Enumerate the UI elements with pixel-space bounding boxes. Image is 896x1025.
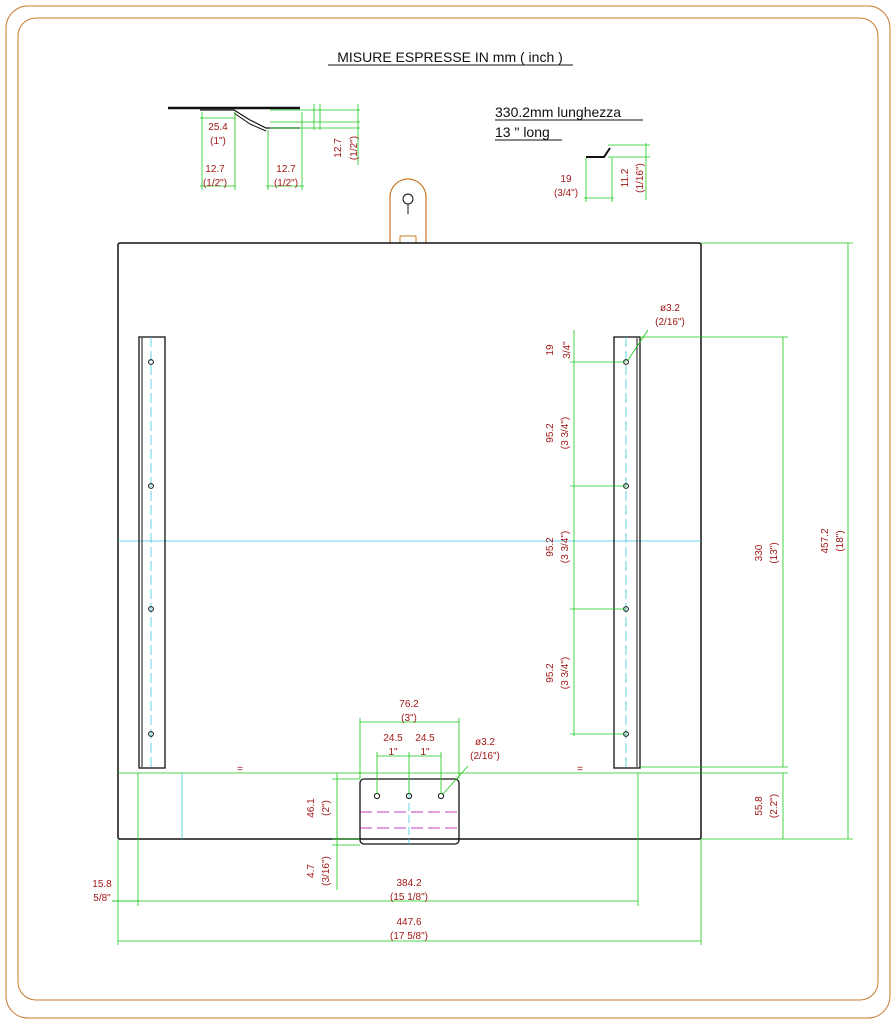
- svg-text:(18"): (18"): [835, 530, 846, 551]
- svg-text:(2/16"): (2/16"): [655, 317, 685, 328]
- dim-3-4: (3/4"): [554, 188, 578, 199]
- dim-12-7-c: 12.7: [333, 138, 344, 158]
- svg-text:ø3.2: ø3.2: [475, 737, 495, 748]
- svg-text:(15 1/8"): (15 1/8"): [390, 892, 428, 903]
- svg-text:330: 330: [754, 544, 765, 561]
- dim-1in: (1"): [210, 136, 226, 147]
- profile-detail: 25.4 (1") 12.7 (1/2") 12.7 (1/2") 12.7 (…: [168, 104, 360, 190]
- rail-spacing-dims: 19 3/4" 95.2 (3 3/4") 95.2 (3 3/4") 95.2…: [545, 330, 626, 736]
- svg-text:(3 3/4"): (3 3/4"): [560, 657, 571, 689]
- svg-text:(2.2"): (2.2"): [769, 794, 780, 818]
- svg-text:(13"): (13"): [769, 542, 780, 563]
- bottom-tab: [359, 778, 460, 845]
- outer-frame: [5, 5, 891, 1019]
- dim-half-a: (1/2"): [203, 178, 227, 189]
- right-dims: 330 (13") 457.2 (18") 55.8 (2.2"): [640, 242, 853, 840]
- hole-callout-top: ø3.2 (2/16"): [627, 303, 685, 361]
- dim-1-16: (1/16"): [635, 163, 646, 193]
- svg-text:447.6: 447.6: [396, 917, 421, 928]
- svg-text:3/4": 3/4": [562, 341, 573, 359]
- svg-text:24.5: 24.5: [415, 733, 435, 744]
- svg-text:1": 1": [420, 747, 430, 758]
- svg-text:95.2: 95.2: [545, 537, 556, 557]
- svg-text:15.8: 15.8: [92, 879, 112, 890]
- length-inch: 13 " long: [495, 124, 550, 140]
- svg-text:457.2: 457.2: [820, 528, 831, 553]
- svg-text:4.7: 4.7: [306, 864, 317, 878]
- dim-half-b: (1/2"): [274, 178, 298, 189]
- svg-text:24.5: 24.5: [383, 733, 403, 744]
- svg-text:(3 3/4"): (3 3/4"): [560, 531, 571, 563]
- dim-12-7-a: 12.7: [205, 164, 225, 175]
- svg-text:(2"): (2"): [321, 800, 332, 816]
- svg-text:(2/16"): (2/16"): [470, 751, 500, 762]
- right-rail: [613, 336, 641, 769]
- bottom-dims: 15.8 5/8" 384.2 (15 1/8") 447.6 (17 5/8"…: [92, 839, 702, 945]
- equal-mark-right: =: [577, 764, 583, 775]
- svg-text:19: 19: [545, 344, 556, 356]
- dim-19: 19: [560, 174, 572, 185]
- inner-frame: [17, 17, 879, 1001]
- dim-half-c: (1/2"): [349, 136, 360, 160]
- dim-11-2: 11.2: [620, 168, 631, 187]
- svg-text:384.2: 384.2: [396, 878, 421, 889]
- svg-text:(3"): (3"): [401, 713, 417, 724]
- dim-25-4: 25.4: [208, 122, 228, 133]
- svg-text:55.8: 55.8: [754, 796, 765, 816]
- svg-text:95.2: 95.2: [545, 423, 556, 443]
- svg-text:(3 3/4"): (3 3/4"): [560, 417, 571, 449]
- svg-text:95.2: 95.2: [545, 663, 556, 683]
- svg-text:(3/16"): (3/16"): [321, 856, 332, 886]
- left-rail: [138, 336, 166, 769]
- svg-text:(17 5/8"): (17 5/8"): [390, 931, 428, 942]
- svg-text:1": 1": [388, 747, 398, 758]
- svg-text:5/8": 5/8": [93, 893, 111, 904]
- angle-detail: 19 (3/4") 11.2 (1/16"): [554, 143, 650, 202]
- dim-12-7-b: 12.7: [276, 164, 296, 175]
- hanging-tab: [389, 178, 427, 243]
- svg-text:46.1: 46.1: [306, 798, 317, 818]
- equal-mark-left: =: [237, 764, 243, 775]
- svg-text:76.2: 76.2: [399, 699, 419, 710]
- svg-text:ø3.2: ø3.2: [660, 303, 680, 314]
- hole-callout-bottom: ø3.2 (2/16"): [442, 737, 500, 795]
- length-note: 330.2mm lunghezza 13 " long: [495, 104, 643, 141]
- length-mm: 330.2mm lunghezza: [495, 104, 621, 120]
- drawing-title: MISURE ESPRESSE IN mm ( inch ): [337, 49, 563, 65]
- tab-dims: 76.2 (3") 24.5 1" 24.5 1" 46.1 (2") 4.7 …: [306, 699, 460, 890]
